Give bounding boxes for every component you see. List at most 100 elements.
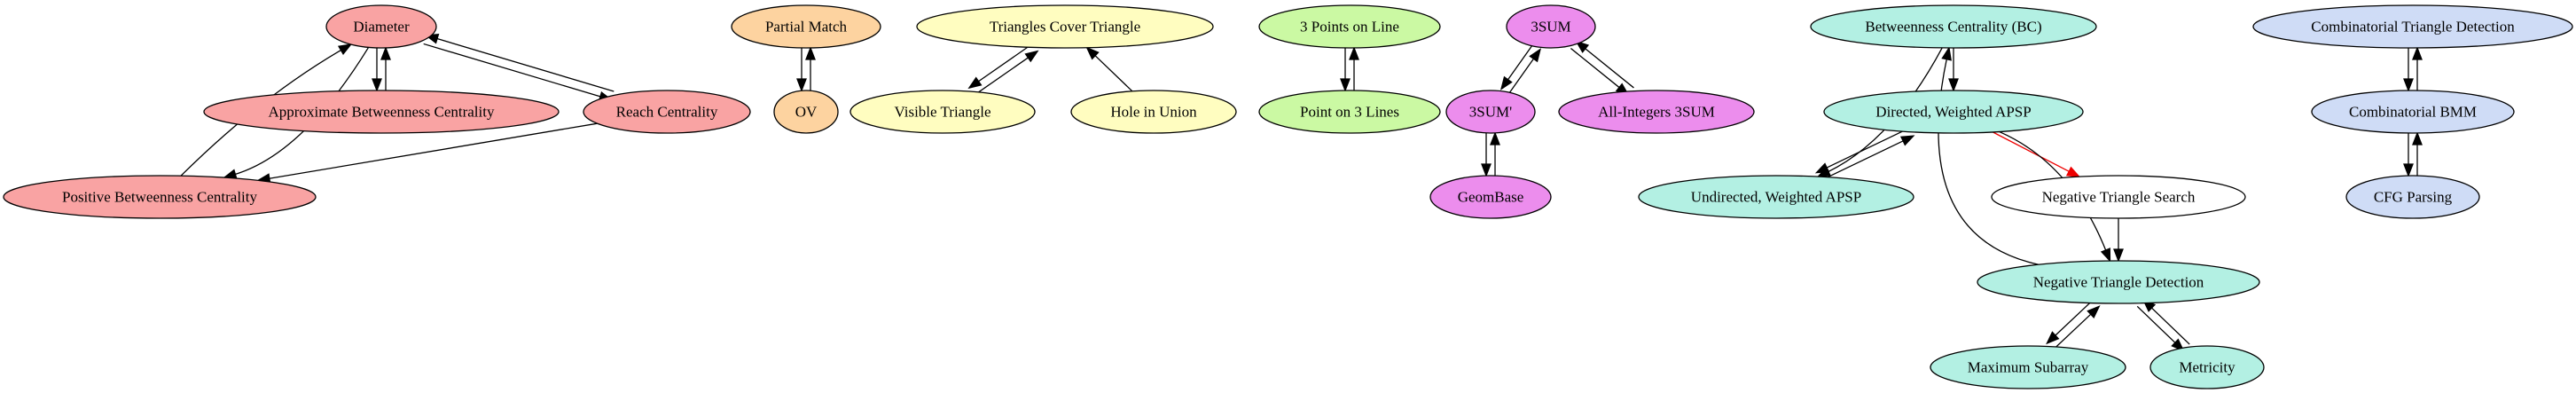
- node-visible-tri: Visible Triangle: [850, 90, 1036, 134]
- arrowhead-neg_detect-to-bc: [1941, 46, 1952, 61]
- node-ellipse: [1558, 90, 1755, 134]
- edge-dir_apsp-to-neg_detect: [1999, 130, 2107, 252]
- edge-undir_apsp-to-dir_apsp: [1820, 139, 1905, 182]
- node-sum3: 3SUM: [1506, 4, 1596, 49]
- node-label: Triangles Cover Triangle: [990, 19, 1140, 35]
- node-ellipse: [773, 90, 839, 134]
- arrowhead-approx_bc-to-diameter: [380, 46, 391, 60]
- arrowhead-visible_tri-to-tri_cover: [1024, 50, 1039, 63]
- edge-hole_union-to-tri_cover: [1093, 54, 1133, 92]
- node-ellipse: [1258, 90, 1441, 134]
- edge-sum3p-to-sum3: [1507, 58, 1535, 95]
- node-label: Diameter: [353, 19, 410, 35]
- node-ellipse: [1930, 345, 2126, 389]
- node-pts-line: 3 Points on Line: [1258, 4, 1441, 49]
- node-label: Metricity: [2179, 359, 2235, 376]
- node-label: Betweenness Centrality (BC): [1865, 19, 2041, 35]
- arrowhead-dir_apsp-to-neg_search: [2065, 166, 2081, 178]
- node-ellipse: [1823, 90, 2084, 134]
- arrowhead-comb_tri-to-comb_bmm: [2403, 78, 2414, 92]
- node-ellipse: [583, 90, 751, 134]
- node-ellipse: [731, 4, 881, 49]
- node-ellipse: [1977, 260, 2260, 304]
- edge-visible_tri-to-tri_cover: [974, 56, 1030, 96]
- node-label: Negative Triangle Search: [2042, 189, 2196, 206]
- node-pt-lines: Point on 3 Lines: [1258, 90, 1441, 134]
- edge-neg_detect-to-metricity: [2136, 305, 2177, 344]
- node-neg-detect: Negative Triangle Detection: [1977, 260, 2260, 304]
- arrowhead-neg_search-to-neg_detect: [2113, 248, 2124, 263]
- node-ellipse: [325, 4, 437, 49]
- edge-dir_apsp-to-neg_search: [1993, 131, 2071, 173]
- edge-allint-to-sum3: [1584, 47, 1634, 89]
- node-ellipse: [2149, 345, 2265, 389]
- node-ov: OV: [773, 90, 839, 134]
- node-ellipse: [1638, 175, 1914, 219]
- node-label: Positive Betweenness Centrality: [62, 189, 258, 206]
- node-diameter: Diameter: [325, 4, 437, 49]
- node-comb-tri: Combinatorial Triangle Detection: [2252, 4, 2573, 49]
- node-hole-union: Hole in Union: [1070, 90, 1237, 134]
- node-ellipse: [3, 175, 317, 219]
- arrowhead-sum3p-to-geombase: [1481, 163, 1492, 177]
- arrowhead-sum3p-to-sum3: [1529, 48, 1542, 63]
- arrowhead-comb_bmm-to-cfg: [2403, 163, 2414, 177]
- node-ellipse: [1445, 90, 1536, 134]
- node-ellipse: [2311, 90, 2515, 134]
- node-label: Negative Triangle Detection: [2033, 274, 2204, 291]
- node-label: Hole in Union: [1110, 104, 1197, 121]
- arrowhead-pts_line-to-pt_lines: [1340, 78, 1351, 92]
- node-ellipse: [203, 90, 560, 134]
- node-bc: Betweenness Centrality (BC): [1810, 4, 2097, 49]
- edge-tri_cover-to-visible_tri: [977, 43, 1033, 83]
- node-label: OV: [795, 104, 818, 121]
- arrowhead-ov-to-partial_match: [805, 46, 816, 60]
- edge-neg_detect-to-max_sub: [2054, 299, 2094, 337]
- arrowhead-dir_apsp-to-neg_detect: [2100, 248, 2111, 263]
- node-label: Maximum Subarray: [1968, 359, 2089, 376]
- node-dir-apsp: Directed, Weighted APSP: [1823, 90, 2084, 134]
- edges-layer: [180, 34, 2423, 352]
- arrowhead-undir_apsp-to-dir_apsp: [1899, 135, 1915, 146]
- arrowhead-pt_lines-to-pts_line: [1349, 46, 1359, 60]
- node-label: 3 Points on Line: [1300, 19, 1399, 35]
- node-approx-bc: Approximate Betweenness Centrality: [203, 90, 560, 134]
- node-tri-cover: Triangles Cover Triangle: [916, 4, 1214, 49]
- node-ellipse: [2252, 4, 2573, 49]
- arrowhead-geombase-to-sum3p: [1490, 131, 1500, 145]
- node-ellipse: [916, 4, 1214, 49]
- arrowhead-bc-to-dir_apsp: [1948, 78, 1959, 92]
- edge-diameter-to-reach: [423, 43, 602, 98]
- node-label: 3SUM: [1531, 19, 1570, 35]
- node-label: Visible Triangle: [894, 104, 990, 121]
- node-label: Undirected, Weighted APSP: [1691, 189, 1861, 206]
- node-label: Reach Centrality: [616, 104, 718, 121]
- node-label: CFG Parsing: [2374, 189, 2453, 206]
- node-label: GeomBase: [1458, 189, 1524, 206]
- node-ellipse: [2345, 175, 2480, 219]
- node-label: Partial Match: [765, 19, 848, 35]
- node-label: All-Integers 3SUM: [1598, 104, 1715, 121]
- arrowhead-allint-to-sum3: [1575, 40, 1590, 53]
- edge-max_sub-to-neg_detect: [2052, 313, 2092, 350]
- arrowhead-comb_bmm-to-comb_tri: [2412, 46, 2423, 60]
- edge-reach-to-pos_bc: [268, 122, 598, 180]
- arrowhead-neg_detect-to-max_sub: [2046, 331, 2060, 345]
- node-allint: All-Integers 3SUM: [1558, 90, 1755, 134]
- arrowhead-dir_apsp-to-undir_apsp: [1814, 162, 1830, 174]
- node-ellipse: [1810, 4, 2097, 49]
- node-comb-bmm: Combinatorial BMM: [2311, 90, 2515, 134]
- edge-sum3-to-sum3p: [1507, 43, 1534, 81]
- edge-diameter-to-pos_bc: [234, 47, 370, 176]
- node-label: Directed, Weighted APSP: [1875, 104, 2031, 121]
- edge-metricity-to-neg_detect: [2150, 306, 2190, 345]
- node-label: Approximate Betweenness Centrality: [269, 104, 495, 121]
- node-ellipse: [1506, 4, 1596, 49]
- arrowhead-sum3-to-sum3p: [1499, 75, 1513, 90]
- node-ellipse: [1991, 175, 2246, 219]
- node-undir-apsp: Undirected, Weighted APSP: [1638, 175, 1914, 219]
- node-metricity: Metricity: [2149, 345, 2265, 389]
- edge-reach-to-diameter: [435, 37, 615, 92]
- arrowhead-cfg-to-comb_bmm: [2412, 131, 2423, 145]
